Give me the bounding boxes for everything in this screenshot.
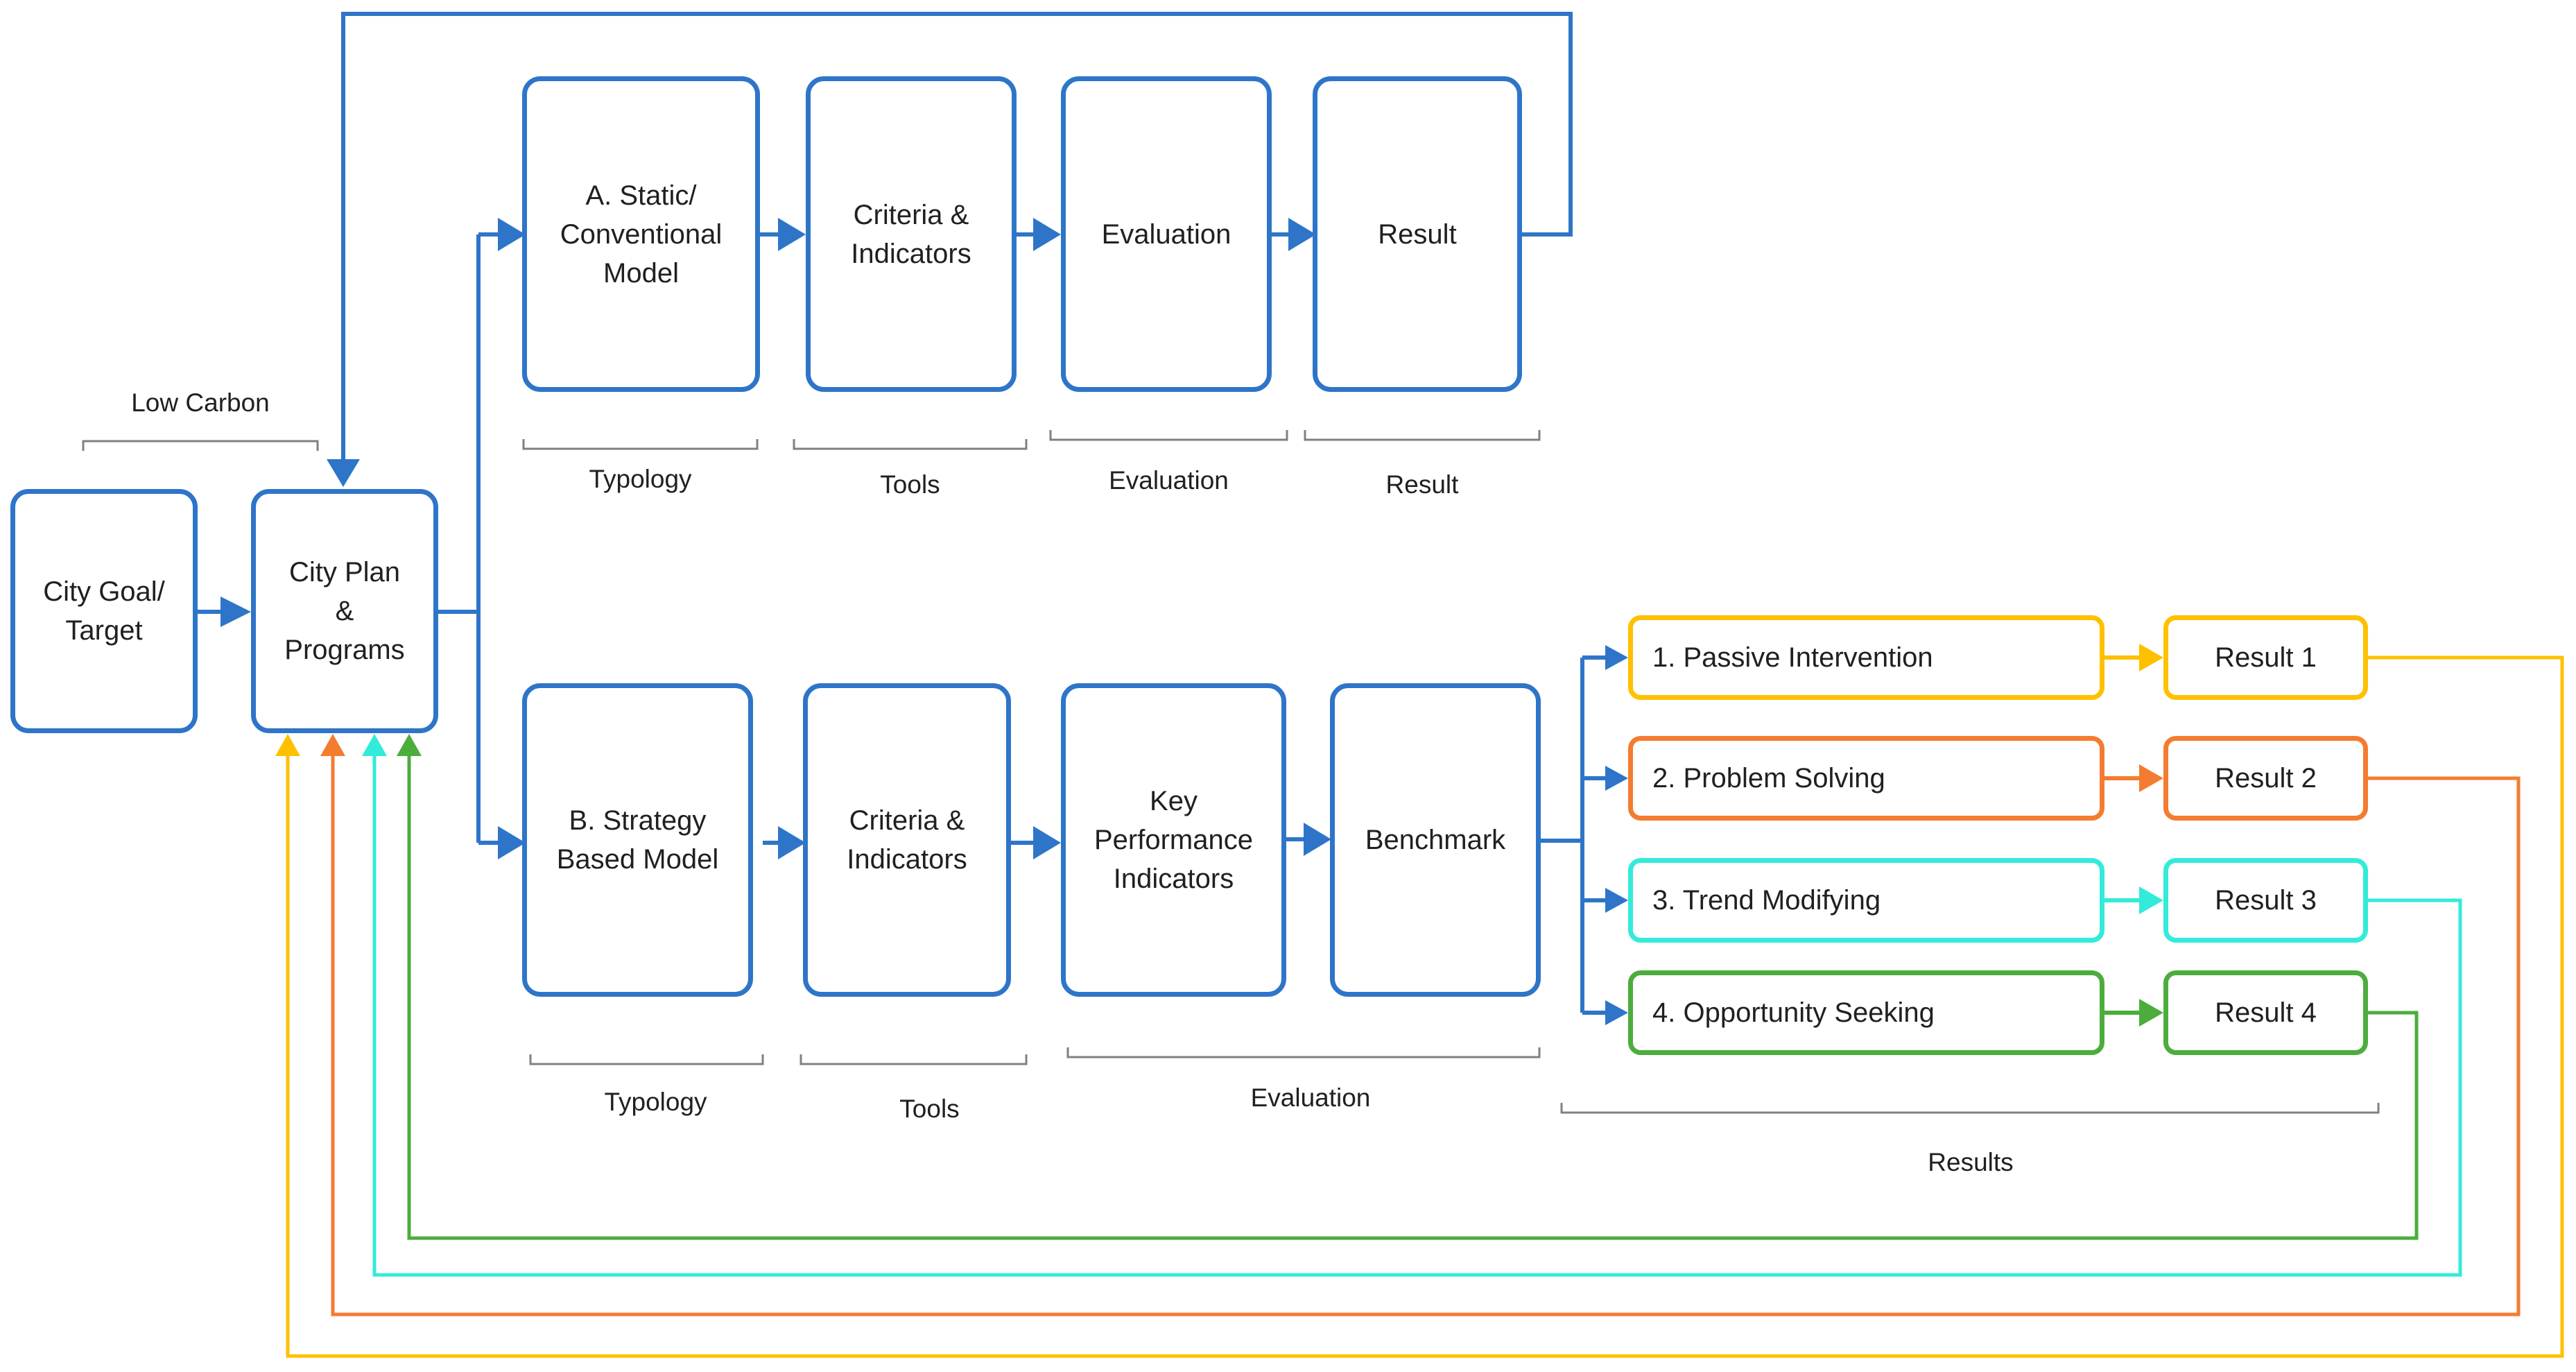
result-3-box: Result 3 bbox=[2163, 858, 2368, 943]
city-plan-text: City Plan & Programs bbox=[284, 557, 405, 665]
result-2-label: Result 2 bbox=[2215, 763, 2317, 794]
evaluation-a-text: Evaluation bbox=[1101, 218, 1231, 250]
feedback-cyan bbox=[372, 756, 2462, 1277]
city-plan-box: City Plan & Programs bbox=[251, 489, 438, 733]
tools-a-label: Tools bbox=[880, 470, 940, 499]
arrow-feedback-green bbox=[397, 734, 422, 756]
arrow-feedback-orange bbox=[320, 734, 345, 756]
arrow-r2-result bbox=[2139, 764, 2163, 792]
result-2-box: Result 2 bbox=[2163, 736, 2368, 821]
bracket-low-carbon bbox=[82, 440, 319, 451]
arrow-to-criteria-b bbox=[778, 826, 806, 859]
feedback-yellow bbox=[286, 655, 2564, 1358]
city-goal-text: City Goal/ Target bbox=[43, 576, 165, 646]
result-a-label: Result bbox=[1385, 470, 1459, 499]
arrow-to-r3 bbox=[1605, 888, 1628, 913]
blue-arrowheads bbox=[221, 218, 1628, 1025]
arrow-to-a bbox=[498, 218, 526, 251]
feedback-loops bbox=[286, 655, 2564, 1358]
feedback-green bbox=[407, 756, 2419, 1240]
evaluation-a-label: Evaluation bbox=[1109, 466, 1229, 495]
arrow-feedback-cyan bbox=[362, 734, 387, 756]
arrow-to-r4 bbox=[1605, 1000, 1628, 1025]
typology-b-label: Typology bbox=[604, 1088, 707, 1116]
passive-intervention-box: 1. Passive Intervention bbox=[1628, 615, 2104, 700]
arrow-to-r2 bbox=[1605, 766, 1628, 791]
criteria-a-box: Criteria & Indicators bbox=[806, 76, 1017, 392]
bracket-evaluation-b bbox=[1066, 1047, 1541, 1058]
kpi-text: Key Performance Indicators bbox=[1094, 786, 1253, 894]
strategy-arrows bbox=[2104, 655, 2139, 1015]
kpi-box: Key Performance Indicators bbox=[1061, 683, 1286, 997]
static-model-box: A. Static/ Conventional Model bbox=[522, 76, 760, 392]
arrow-to-eval-a bbox=[1033, 218, 1061, 251]
result-1-box: Result 1 bbox=[2163, 615, 2368, 700]
bracket-evaluation-a bbox=[1049, 430, 1288, 441]
arrow-r3-result bbox=[2139, 886, 2163, 914]
passive-intervention-label: 1. Passive Intervention bbox=[1652, 642, 1933, 673]
evaluation-a-box: Evaluation bbox=[1061, 76, 1272, 392]
arrow-to-criteria-a bbox=[778, 218, 806, 251]
arrow-feedback-yellow bbox=[275, 734, 300, 756]
problem-solving-box: 2. Problem Solving bbox=[1628, 736, 2104, 821]
criteria-a-text: Criteria & Indicators bbox=[851, 199, 971, 269]
result-4-label: Result 4 bbox=[2215, 997, 2317, 1028]
bracket-results-b bbox=[1560, 1103, 2380, 1114]
arrow-r4-result bbox=[2139, 999, 2163, 1027]
benchmark-text: Benchmark bbox=[1365, 825, 1506, 855]
strategy-model-text: B. Strategy Based Model bbox=[556, 805, 719, 875]
opportunity-seeking-label: 4. Opportunity Seeking bbox=[1652, 997, 1935, 1028]
line-feedback-top bbox=[341, 12, 1573, 461]
low-carbon-label: Low Carbon bbox=[131, 388, 270, 417]
problem-solving-label: 2. Problem Solving bbox=[1652, 763, 1885, 794]
strategy-model-box: B. Strategy Based Model bbox=[522, 683, 753, 997]
brackets bbox=[82, 430, 2380, 1114]
tools-b-label: Tools bbox=[899, 1095, 960, 1123]
bracket-tools-a bbox=[793, 439, 1028, 450]
result-1-label: Result 1 bbox=[2215, 642, 2317, 673]
arrow-r1-result bbox=[2139, 644, 2163, 671]
trend-modifying-box: 3. Trend Modifying bbox=[1628, 858, 2104, 943]
criteria-b-box: Criteria & Indicators bbox=[803, 683, 1011, 997]
typology-a-label: Typology bbox=[589, 465, 692, 493]
results-b-label: Results bbox=[1928, 1148, 2014, 1176]
result-a-text: Result bbox=[1378, 218, 1457, 250]
static-model-text: A. Static/ Conventional Model bbox=[560, 180, 723, 289]
bracket-result-a bbox=[1304, 430, 1541, 441]
city-goal-box: City Goal/ Target bbox=[10, 489, 198, 733]
bracket-tools-b bbox=[799, 1054, 1028, 1065]
arrow-to-r1 bbox=[1605, 645, 1628, 670]
result-4-box: Result 4 bbox=[2163, 970, 2368, 1055]
arrow-to-b bbox=[498, 826, 526, 859]
result-3-label: Result 3 bbox=[2215, 885, 2317, 916]
criteria-b-text: Criteria & Indicators bbox=[847, 805, 967, 875]
bracket-typology-b bbox=[529, 1054, 764, 1065]
arrow-goal-plan bbox=[221, 597, 251, 627]
bracket-typology-a bbox=[522, 439, 759, 450]
blue-flow bbox=[198, 12, 1605, 1015]
arrow-to-plan-top bbox=[327, 459, 360, 487]
evaluation-b-label: Evaluation bbox=[1250, 1083, 1371, 1112]
benchmark-box: Benchmark bbox=[1330, 683, 1541, 997]
arrow-to-result-a bbox=[1288, 218, 1316, 251]
opportunity-seeking-box: 4. Opportunity Seeking bbox=[1628, 970, 2104, 1055]
result-a-box: Result bbox=[1313, 76, 1522, 392]
arrow-to-kpi bbox=[1033, 826, 1061, 859]
trend-modifying-label: 3. Trend Modifying bbox=[1652, 885, 1881, 916]
feedback-orange bbox=[331, 756, 2521, 1317]
arrow-to-benchmark bbox=[1304, 823, 1331, 856]
